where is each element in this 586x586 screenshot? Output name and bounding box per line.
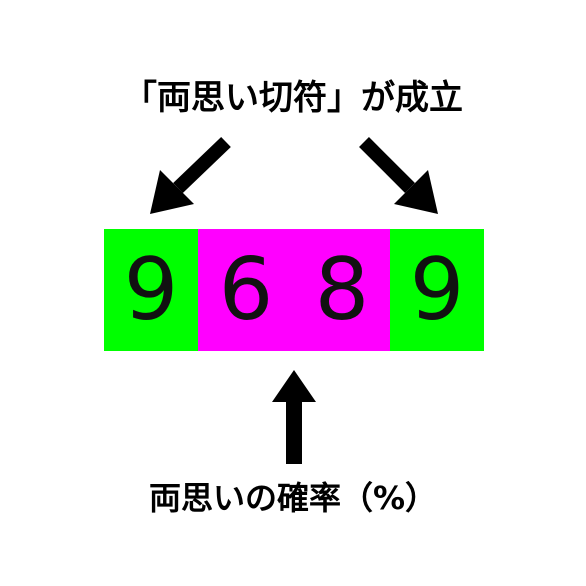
arrow-right-diagonal	[359, 137, 438, 214]
arrow-up	[272, 370, 316, 464]
digit-cell-2: 6	[198, 229, 294, 351]
digit-cell-1: 9	[104, 229, 198, 351]
bottom-caption: 両思いの確率（%）	[148, 479, 438, 517]
arrow-left-diagonal	[150, 136, 231, 214]
digit-strip: 9 6 8 9	[104, 229, 484, 351]
digit-cell-4: 9	[390, 229, 484, 351]
top-caption: 「両思い切符」が成立	[123, 78, 463, 118]
digit-cell-3: 8	[294, 229, 390, 351]
